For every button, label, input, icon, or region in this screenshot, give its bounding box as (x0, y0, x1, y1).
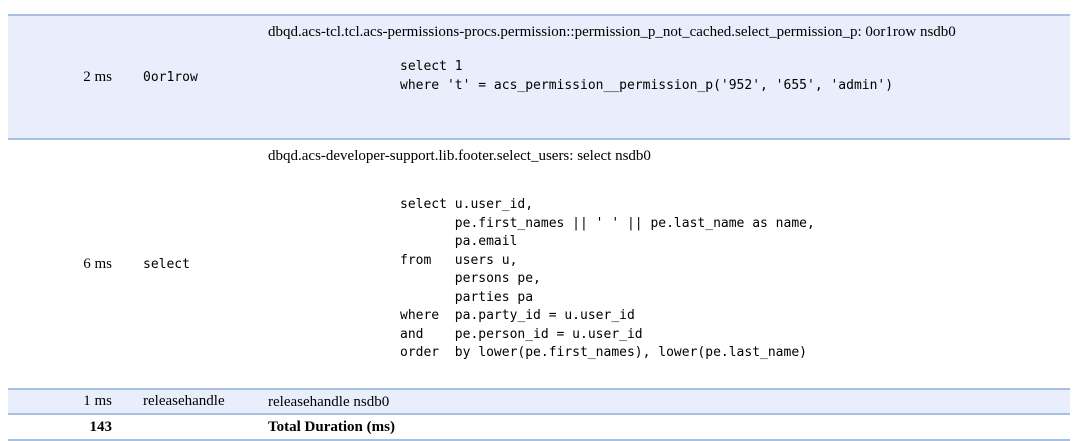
total-duration-value: 143 (8, 413, 125, 441)
table-row[interactable]: 2 ms 0or1row dbqd.acs-tcl.tcl.acs-permis… (8, 14, 1070, 140)
row-type: select (125, 139, 254, 389)
row-type-label: 0or1row (143, 69, 198, 85)
query-trace-body: 2 ms 0or1row dbqd.acs-tcl.tcl.acs-permis… (8, 14, 1070, 441)
row-detail: dbqd.acs-developer-support.lib.footer.se… (254, 139, 1070, 389)
row-type: 0or1row (125, 14, 254, 140)
row-detail-heading: dbqd.acs-developer-support.lib.footer.se… (268, 148, 651, 164)
row-detail: dbqd.acs-tcl.tcl.acs-permissions-procs.p… (254, 14, 1070, 140)
total-duration-label: Total Duration (ms) (254, 413, 1070, 441)
row-sql-block: select 1 where 't' = acs_permission__per… (400, 59, 894, 93)
row-detail-heading: dbqd.acs-tcl.tcl.acs-permissions-procs.p… (268, 24, 956, 40)
row-type-label: select (143, 256, 190, 272)
total-spacer (125, 413, 254, 441)
row-type: releasehandle (125, 388, 254, 415)
query-trace-table: 2 ms 0or1row dbqd.acs-tcl.tcl.acs-permis… (8, 14, 1070, 441)
row-duration: 2 ms (8, 14, 125, 140)
row-duration: 1 ms (8, 388, 125, 415)
row-sql-block: select u.user_id, pe.first_names || ' ' … (400, 197, 815, 360)
row-detail: releasehandle nsdb0 (254, 388, 1070, 415)
table-row[interactable]: 6 ms select dbqd.acs-developer-support.l… (8, 139, 1070, 389)
query-trace-page: 2 ms 0or1row dbqd.acs-tcl.tcl.acs-permis… (8, 14, 1070, 441)
row-type-label: releasehandle (143, 393, 225, 409)
row-detail-heading: releasehandle nsdb0 (268, 393, 390, 410)
table-row[interactable]: 1 ms releasehandle releasehandle nsdb0 (8, 388, 1070, 415)
total-row: 143 Total Duration (ms) (8, 413, 1070, 441)
row-duration: 6 ms (8, 139, 125, 389)
